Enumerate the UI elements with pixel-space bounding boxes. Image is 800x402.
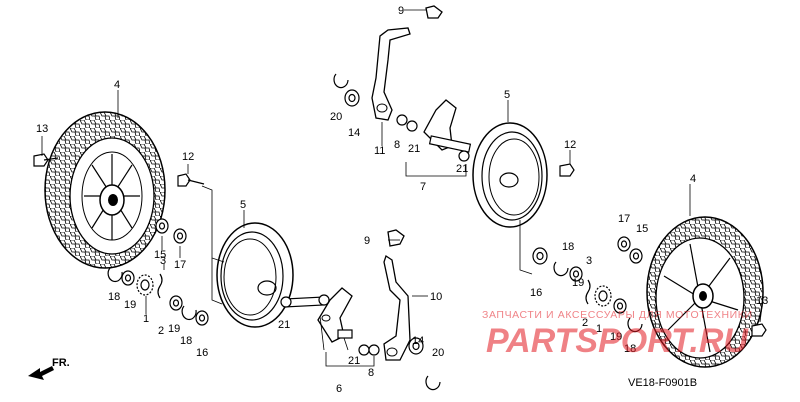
callout-3-right: 3 [586, 255, 592, 267]
diagram-code: VE18-F0901B [628, 377, 697, 389]
callout-19-left-b: 19 [168, 323, 180, 335]
callout-14-left: 14 [412, 335, 424, 347]
left-shaft-bracket [280, 287, 380, 356]
callout-18-left-b: 18 [180, 335, 192, 347]
left-lever-arm [383, 229, 411, 361]
callout-13-right: 13 [756, 295, 768, 307]
callout-18-right-a: 18 [562, 241, 574, 253]
small-parts [33, 73, 767, 391]
callout-1-right: 1 [596, 323, 602, 335]
right-shaft-bracket [396, 99, 472, 162]
callout-17-left: 17 [174, 259, 186, 271]
callout-8-right: 8 [394, 139, 400, 151]
callout-16-right: 16 [530, 287, 542, 299]
callout-20-left: 20 [432, 347, 444, 359]
leader-lines [41, 9, 763, 367]
left-wheel [44, 111, 166, 269]
callout-18-right-b: 18 [624, 343, 636, 355]
callout-16-left: 16 [196, 347, 208, 359]
callout-12-right: 12 [564, 139, 576, 151]
callout-19-right-a: 19 [572, 277, 584, 289]
callout-18-left-a: 18 [108, 291, 120, 303]
callout-15-right: 15 [636, 223, 648, 235]
callout-20-right: 20 [330, 111, 342, 123]
callout-21-left-a: 21 [278, 319, 290, 331]
callout-8-left: 8 [368, 367, 374, 379]
callout-2-left: 2 [158, 325, 164, 337]
right-lever-arm [371, 5, 443, 121]
callout-9-right: 9 [398, 5, 404, 17]
callout-21-right-a: 21 [408, 143, 420, 155]
callout-3-left: 3 [160, 255, 166, 267]
callout-labels: 4 13 12 5 15 17 3 18 19 1 2 19 18 16 21 … [36, 5, 768, 395]
callout-15-left: 15 [154, 249, 166, 261]
left-drive-gear [216, 222, 294, 328]
watermark-tagline: ЗАПЧАСТИ И АКСЕССУАРЫ ДЛЯ МОТОТЕХНИКИ [482, 309, 753, 321]
callout-5-right: 5 [504, 89, 510, 101]
watermark-brand: PARTSPORT.RU [486, 322, 749, 360]
watermark: ЗАПЧАСТИ И АКСЕССУАРЫ ДЛЯ МОТОТЕХНИКИ PA… [482, 309, 753, 360]
callout-1-left: 1 [143, 313, 149, 325]
callout-17-right: 17 [618, 213, 630, 225]
callout-19-left-a: 19 [124, 299, 136, 311]
callout-21-right-b: 21 [456, 163, 468, 175]
callout-21-left-b: 21 [348, 355, 360, 367]
callout-2-right: 2 [582, 317, 588, 329]
callout-9-left: 9 [364, 235, 370, 247]
callout-7: 7 [420, 181, 426, 193]
callout-4-left: 4 [114, 79, 120, 91]
callout-5-left: 5 [240, 199, 246, 211]
right-wheel [646, 216, 764, 368]
callout-4-right: 4 [690, 173, 696, 185]
front-direction-arrow: FR. [28, 357, 70, 380]
callout-14-right: 14 [348, 127, 360, 139]
front-direction-label: FR. [52, 357, 70, 369]
callout-19-right-b: 19 [610, 331, 622, 343]
callout-6: 6 [336, 383, 342, 395]
callout-13-left: 13 [36, 123, 48, 135]
callout-10: 10 [430, 291, 442, 303]
right-drive-gear [472, 122, 548, 228]
callout-11: 11 [374, 145, 385, 157]
callout-12-left: 12 [182, 151, 194, 163]
